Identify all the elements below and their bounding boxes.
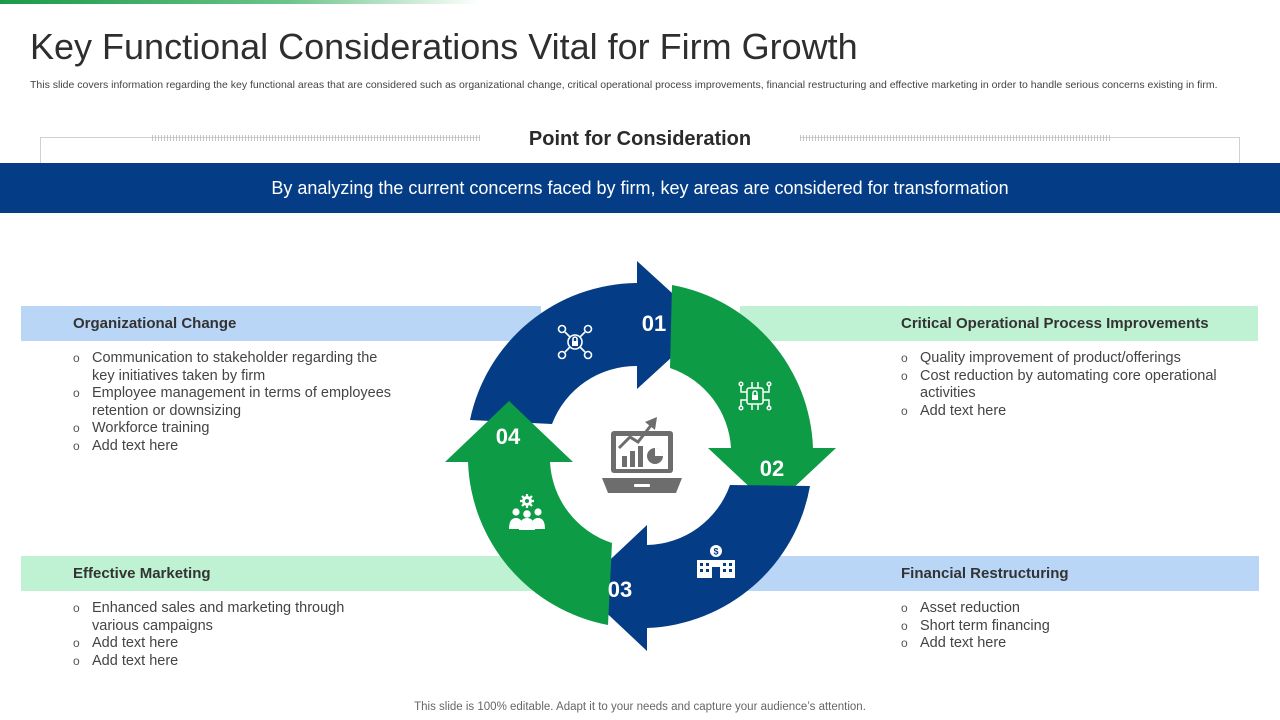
area-title-effective-marketing: Effective Marketing [73, 565, 211, 582]
bank-building-icon: $ [697, 545, 735, 578]
area-bullets-effective-marketing: Enhanced sales and marketing through var… [73, 600, 373, 670]
dollar-sign-glyph: $ [713, 547, 718, 557]
cycle-arrow-03 [580, 485, 810, 651]
bullet-item: Asset reduction [901, 600, 1231, 618]
bullet-item: Employee management in terms of employee… [73, 385, 403, 420]
step-number-02: 02 [760, 456, 784, 481]
bullet-item: Cost reduction by automating core operat… [901, 368, 1231, 403]
area-title-critical-operational: Critical Operational Process Improvement… [901, 315, 1209, 332]
area-bullets-critical-operational: Quality improvement of product/offerings… [901, 350, 1231, 420]
network-lock-icon [557, 324, 593, 360]
step-number-03: 03 [608, 577, 632, 602]
team-gear-icon [509, 494, 545, 530]
band-critical-operational [740, 306, 1258, 341]
banner-text: By analyzing the current concerns faced … [271, 177, 1009, 198]
bullet-item: Add text here [73, 653, 373, 671]
area-title-financial-restructuring: Financial Restructuring [901, 565, 1069, 582]
band-financial-restructuring [740, 556, 1259, 591]
bullet-item: Quality improvement of product/offerings [901, 350, 1231, 368]
bullet-item: Add text here [901, 635, 1231, 653]
bullet-item: Add text here [901, 403, 1231, 421]
bullet-item: Workforce training [73, 420, 403, 438]
bullet-item: Short term financing [901, 618, 1231, 636]
consideration-heading: Point for Consideration [480, 128, 800, 151]
slide-subtitle: This slide covers information regarding … [30, 79, 1218, 91]
laptop-analytics-icon [602, 417, 682, 493]
bullet-item: Add text here [73, 438, 403, 456]
slide-title: Key Functional Considerations Vital for … [30, 26, 858, 67]
band-effective-marketing [21, 556, 541, 591]
divider-right [776, 135, 1110, 141]
bullet-item: Add text here [73, 635, 373, 653]
cycle-arrow-01 [470, 261, 707, 424]
slide-footer: This slide is 100% editable. Adapt it to… [414, 701, 866, 713]
top-accent-line [0, 0, 480, 4]
area-bullets-financial-restructuring: Asset reductionShort term financingAdd t… [901, 600, 1231, 653]
bullet-item: Communication to stakeholder regarding t… [73, 350, 403, 385]
bullet-item: Enhanced sales and marketing through var… [73, 600, 373, 635]
step-number-04: 04 [496, 424, 521, 449]
area-title-organizational-change: Organizational Change [73, 315, 237, 332]
consideration-banner: By analyzing the current concerns faced … [0, 163, 1280, 213]
step-number-01: 01 [642, 311, 666, 336]
band-organizational-change [21, 306, 541, 341]
circuit-lock-icon [738, 381, 772, 411]
area-bullets-organizational-change: Communication to stakeholder regarding t… [73, 350, 403, 455]
divider-left [152, 135, 506, 141]
